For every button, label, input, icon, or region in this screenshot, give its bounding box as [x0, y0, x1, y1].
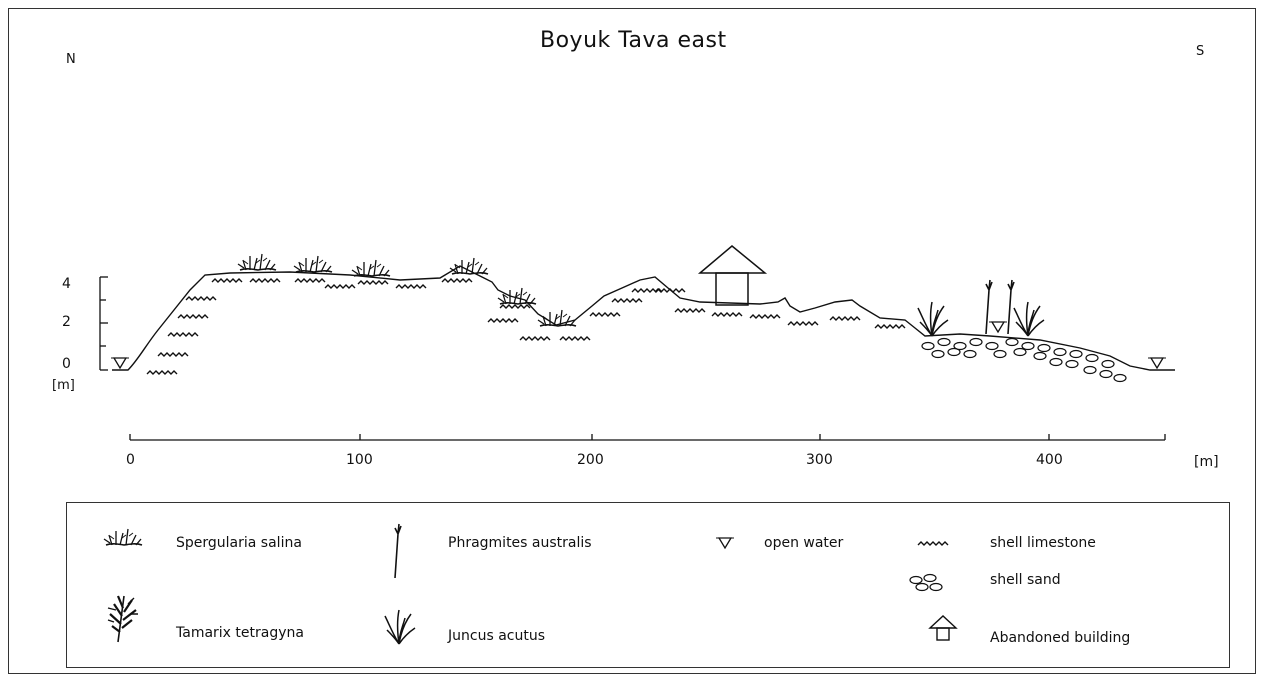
x-tick-100: 100 — [346, 452, 373, 468]
tamarix-symbol — [107, 595, 138, 643]
legend-symbols — [103, 523, 958, 645]
legend-tamarix-label: Tamarix tetragyna — [176, 625, 304, 641]
figure-title: Boyuk Tava east — [540, 28, 727, 53]
x-unit: [m] — [1194, 454, 1219, 470]
building-symbol — [928, 615, 958, 641]
y-tick-2: 2 — [62, 314, 71, 330]
legend-juncus-label: Juncus acutus — [448, 628, 545, 644]
legend-spergularia-label: Spergularia salina — [176, 535, 302, 551]
legend-open-water-label: open water — [764, 535, 844, 551]
x-tick-300: 300 — [806, 452, 833, 468]
spergularia-plants — [237, 253, 577, 327]
x-tick-200: 200 — [577, 452, 604, 468]
y-tick-0: 0 — [62, 356, 71, 372]
vertical-scale-bar — [99, 276, 108, 371]
horizontal-scale-bar — [129, 434, 1166, 441]
legend-shell-sand-label: shell sand — [990, 572, 1061, 588]
legend-building-label: Abandoned building — [990, 630, 1131, 646]
x-tick-400: 400 — [1036, 452, 1063, 468]
legend — [66, 502, 1230, 668]
shell-sand-pattern — [921, 337, 1127, 383]
x-tick-0: 0 — [126, 452, 135, 468]
y-tick-4: 4 — [62, 276, 71, 292]
phragmites-plants — [985, 279, 1015, 335]
legend-phragmites-label: Phragmites australis — [448, 535, 592, 551]
north-label: N — [66, 52, 76, 67]
figure-frame — [8, 8, 1256, 674]
y-unit: [m] — [52, 378, 75, 393]
south-label: S — [1196, 44, 1205, 59]
terrain-profile — [112, 265, 1175, 371]
abandoned-building — [697, 245, 768, 306]
juncus-plants — [917, 301, 1045, 337]
legend-shell-limestone-label: shell limestone — [990, 535, 1096, 551]
